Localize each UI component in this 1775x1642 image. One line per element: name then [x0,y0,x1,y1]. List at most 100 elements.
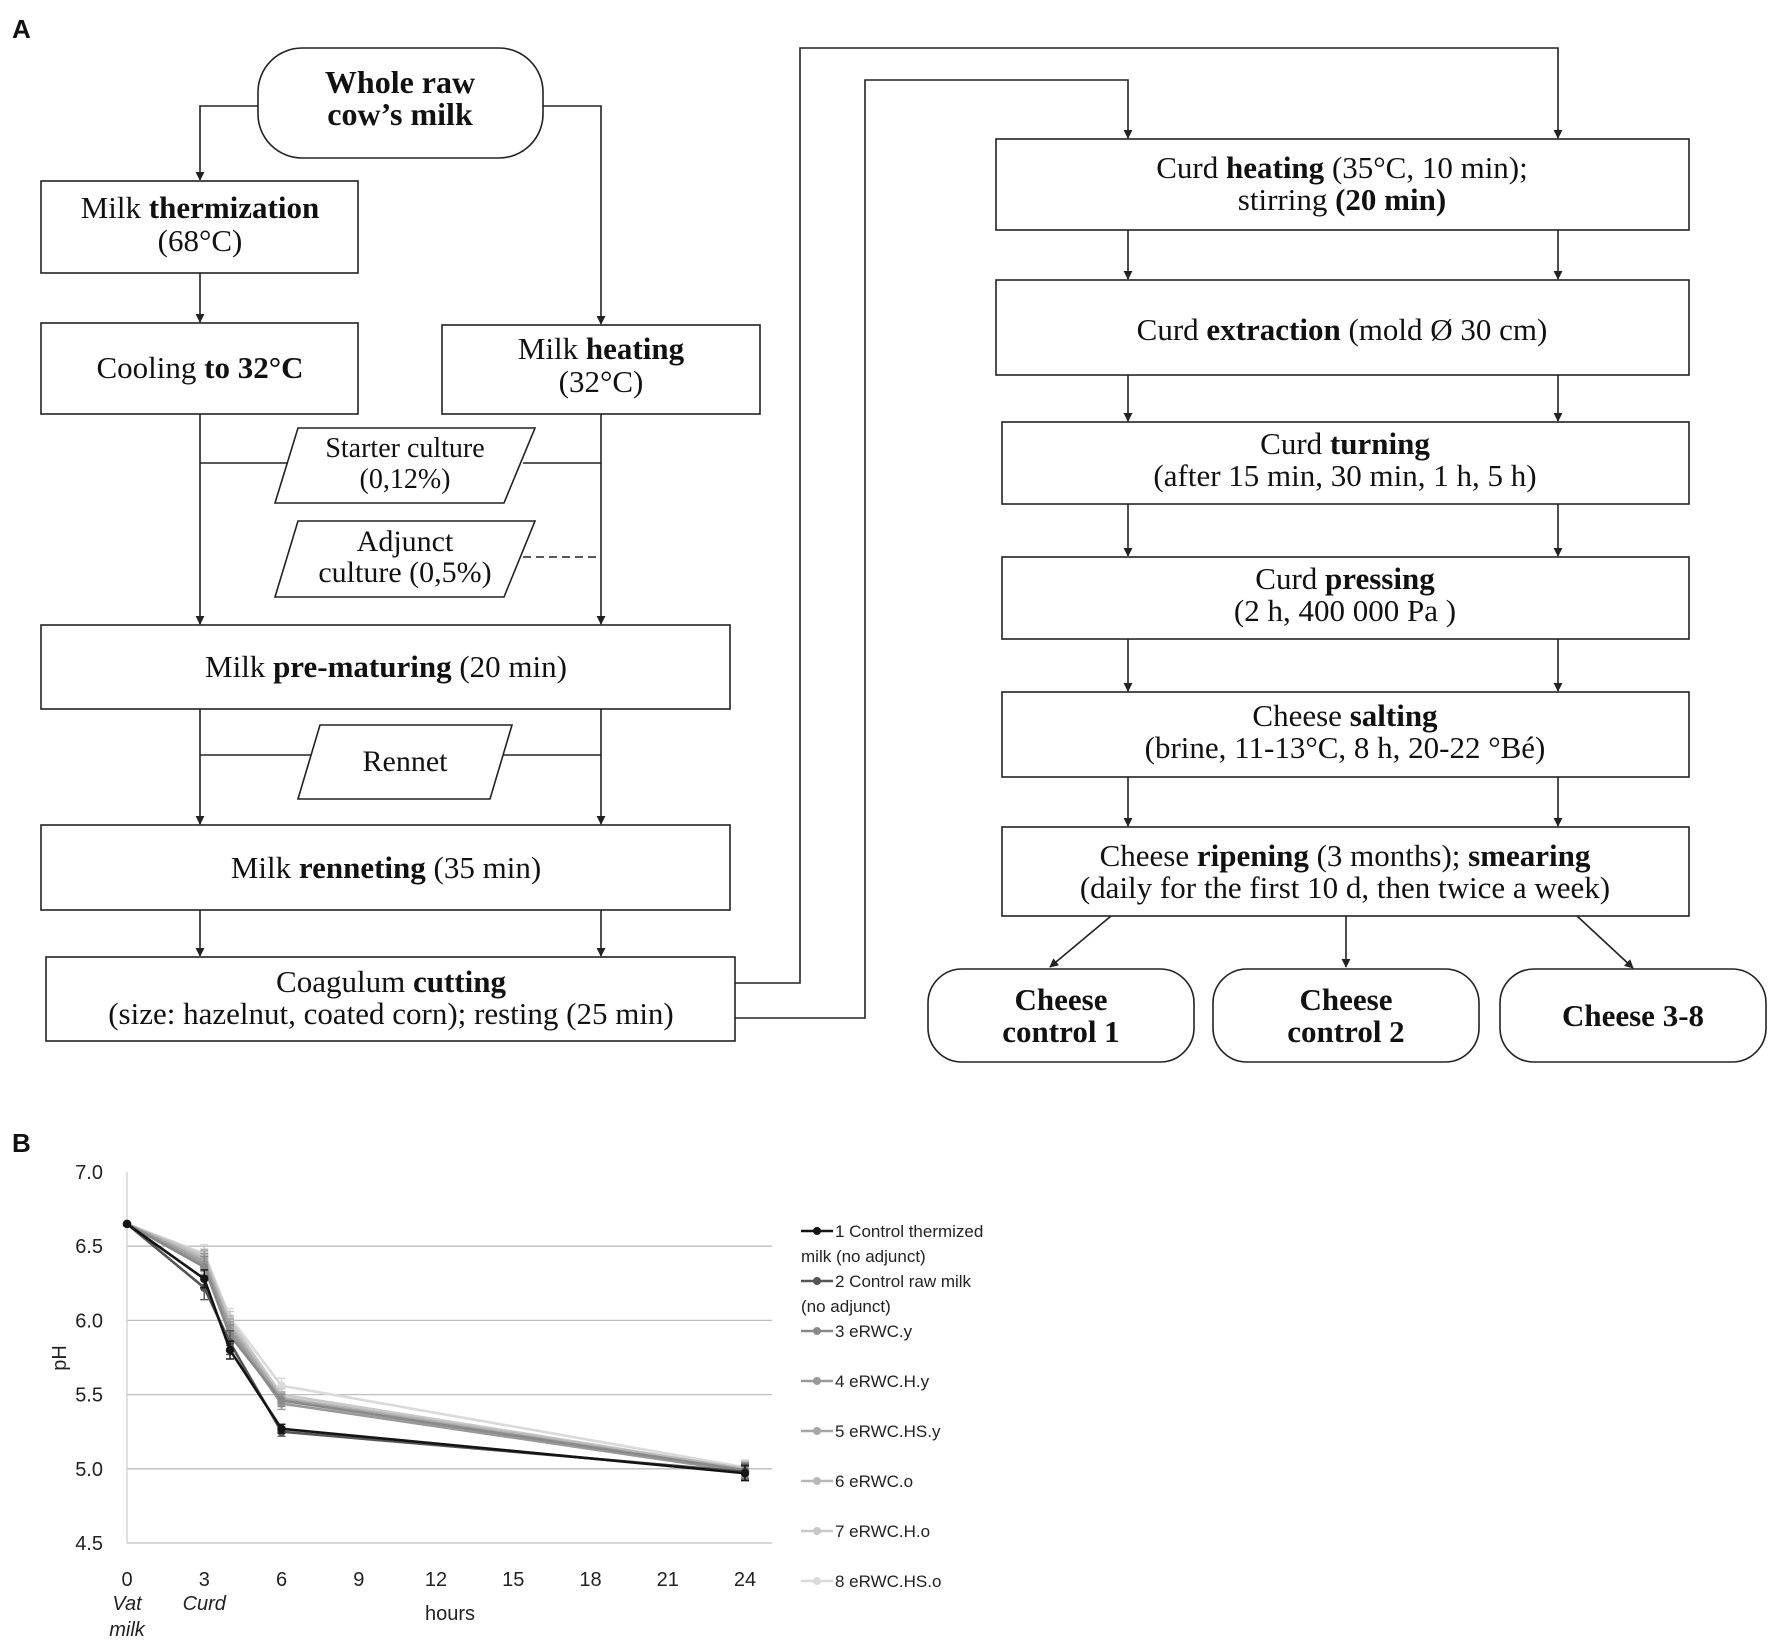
y-tick-label: 4.5 [75,1533,103,1555]
series-line [126,1222,746,1471]
data-point [122,1219,132,1229]
legend-entry-8: 8 eRWC.HS.o [801,1572,941,1591]
node-milk-renneting [40,824,731,911]
legend-entry-2: 2 Control raw milk (no adjunct) [801,1272,972,1316]
legend-entry-7: 7 eRWC.H.o [801,1522,930,1541]
legend-swatch-marker [813,1477,821,1485]
legend-label: 2 Control raw milk [835,1272,972,1291]
legend-swatch-marker [813,1527,821,1535]
node-cheese-ripening [1001,826,1690,917]
legend-swatch-marker [813,1227,821,1235]
legend-label: 4 eRWC.H.y [835,1372,930,1391]
panel-a-letter: A [12,14,31,44]
legend-swatch-marker [813,1327,821,1335]
data-point [200,1274,209,1284]
x-tick-label: 18 [579,1569,601,1591]
data-point [277,1396,286,1405]
series-1 [122,1219,750,1482]
label-milk-renneting: Milk renneting (35 min) [231,850,541,885]
x-tick-label: 21 [657,1569,679,1591]
legend-entry-6: 6 eRWC.o [801,1472,913,1491]
arrow-ripening-to-cheese3-8 [1576,915,1634,969]
flow-connectors [195,47,1634,1019]
arrow-cutting-to-curd-heating-inner [735,79,1133,1019]
node-milk-heating [441,324,761,415]
data-point [740,1469,750,1478]
legend-label: (no adjunct) [801,1297,891,1316]
arrow-ripening-to-control1 [1049,915,1112,968]
series-3 [122,1219,750,1479]
legend-label: milk (no adjunct) [801,1247,926,1266]
series-line [126,1222,746,1475]
node-curd-extraction [995,279,1690,376]
y-tick-label: 6.5 [75,1236,103,1258]
node-cheese-3-8 [1499,968,1767,1063]
x-axis-title: hours [425,1603,475,1625]
series-4 [122,1219,750,1480]
legend-label: 3 eRWC.y [835,1322,913,1341]
panel-b-letter: B [12,1128,31,1158]
legend-entry-1: 1 Control thermized milk (no adjunct) [801,1222,983,1266]
series-line [126,1222,746,1471]
node-cheese-control-1 [927,968,1195,1063]
node-curd-pressing [1001,556,1690,640]
arrow-milk-to-thermization [195,105,258,181]
node-starter-culture [273,427,537,504]
series-line [126,1222,746,1474]
arrow-cutting-to-curd-heating-outer [735,47,1563,984]
label-rennet: Rennet [363,745,449,778]
legend-swatch-marker [813,1277,821,1285]
x-tick-label: 6 [276,1569,287,1591]
x-tick-label: 3 [199,1569,210,1591]
series-7 [122,1219,750,1477]
series-6 [122,1219,750,1477]
y-tick-label: 6.0 [75,1310,103,1332]
x-annotation: Curd [183,1593,227,1615]
label-curd-heating: Curd heating (35°C, 10 min);stirring (20… [1156,150,1528,217]
legend-entry-4: 4 eRWC.H.y [801,1372,930,1391]
x-tick-label: 24 [734,1569,756,1591]
series-8 [122,1219,750,1476]
legend-swatch-marker [813,1427,821,1435]
x-tick-label: 12 [425,1569,447,1591]
label-starter-culture: Starter culture(0,12%) [325,433,484,495]
x-tick-label: 15 [502,1569,524,1591]
label-cooling: Cooling to 32°C [96,350,303,385]
series-line [126,1222,746,1472]
data-point [200,1262,209,1272]
legend-swatch-marker [813,1377,821,1385]
series-line [126,1222,746,1469]
label-curd-extraction: Curd extraction (mold Ø 30 cm) [1137,312,1548,347]
node-curd-turning [1001,421,1690,505]
label-milk-heating: Milk heating(32°C) [518,331,685,399]
node-milk-thermization [40,180,359,274]
node-adjunct-culture [273,520,537,598]
label-coagulum-cutting: Coagulum cutting(size: hazelnut, coated … [108,964,674,1031]
legend-swatch-marker [813,1577,821,1585]
legend-label: 1 Control thermized [835,1222,983,1241]
data-point [277,1381,286,1390]
node-cheese-control-2 [1212,968,1480,1063]
legend-label: 7 eRWC.H.o [835,1522,930,1541]
data-point [277,1424,286,1433]
label-cheese-ripening: Cheese ripening (3 months); smearing(dai… [1080,838,1610,905]
node-coagulum-cutting [45,956,736,1042]
series-line [126,1222,746,1472]
node-cheese-salting [1001,691,1690,778]
legend-entry-5: 5 eRWC.HS.y [801,1422,941,1441]
y-tick-label: 5.5 [75,1385,103,1407]
legend-entry-3: 3 eRWC.y [801,1322,913,1341]
series-line [126,1222,746,1474]
label-milk-thermization: Milk thermization(68°C) [81,190,320,258]
legend-label: 5 eRWC.HS.y [835,1422,941,1441]
label-curd-pressing: Curd pressing(2 h, 400 000 Pa ) [1234,561,1456,628]
label-milk-prematuring: Milk pre-maturing (20 min) [205,649,567,684]
x-tick-label: 9 [353,1569,364,1591]
series-5 [122,1219,750,1479]
node-whole-raw-milk [257,47,544,159]
